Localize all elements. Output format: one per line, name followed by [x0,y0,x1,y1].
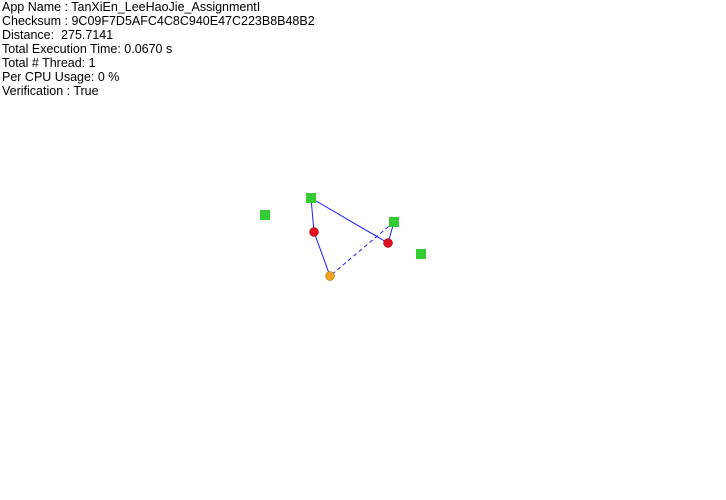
thread-count-text: Total # Thread: 1 [2,56,96,70]
route-segment [313,231,331,277]
customer-marker [309,227,319,237]
route-segment [310,197,389,244]
depot-marker [389,217,399,227]
execution-time-text: Total Execution Time: 0.0670 s [2,42,173,56]
depot-marker [306,193,316,203]
verification-text: Verification : True [2,84,99,98]
route-segment [310,197,315,233]
cpu-usage-text: Per CPU Usage: 0 % [2,70,120,84]
distance-text: Distance: 275.7141 [2,28,114,42]
checksum-text: Checksum : 9C09F7D5AFC4C8C940E47C223B8B4… [2,14,315,28]
info-panel: App Name : TanXiEn_LeeHaoJie_AssignmentI… [2,0,315,98]
route-segment-dashed [329,221,395,277]
customer-marker [383,238,393,248]
app-name-text: App Name : TanXiEn_LeeHaoJie_AssignmentI [2,0,261,14]
depot-marker [416,249,426,259]
depot-marker [260,210,270,220]
start-marker [325,271,335,281]
